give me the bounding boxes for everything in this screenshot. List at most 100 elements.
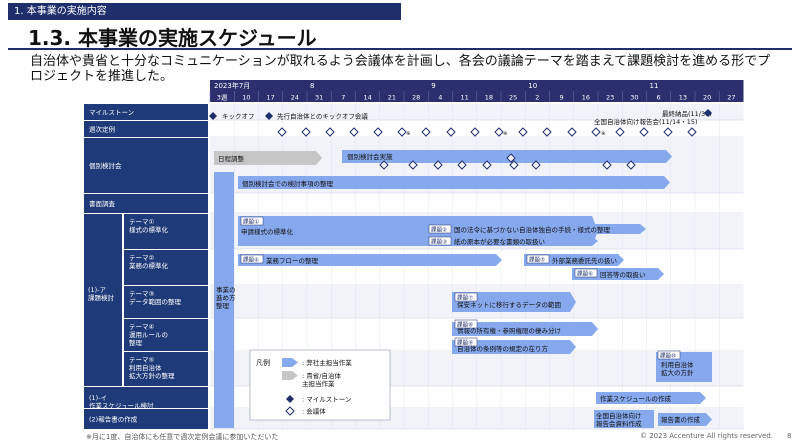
weekly-meeting-marker xyxy=(373,127,383,137)
kadai6-tag: 課題⑥ xyxy=(577,270,593,278)
row-label-cell xyxy=(124,286,208,318)
kadai5-label: 外部業務委託先の扱い xyxy=(552,256,617,265)
kadai7-tag: 課題⑦ xyxy=(457,294,473,302)
day-label: 7 xyxy=(341,94,345,102)
milestone-report-meeting-label: 全国自治体向け報告会(11/14・15) xyxy=(594,117,698,126)
weekly-meeting-marker xyxy=(615,127,625,137)
weekly-meeting-marker xyxy=(542,127,552,137)
bar-approach-label: 事業の進め方整理 xyxy=(216,285,236,310)
kadai7-label: 保安ネットに移行するデータの範囲 xyxy=(457,300,561,309)
milestone-kickoff-label: キックオフ xyxy=(222,113,255,121)
kadai4-tag-box xyxy=(240,254,264,264)
copyright: © 2023 Accenture All rights reserved. xyxy=(640,432,774,440)
row-label-cell xyxy=(84,387,208,408)
bar-kadai4 xyxy=(238,254,502,266)
day-label: 27 xyxy=(727,94,735,102)
row-band xyxy=(210,352,744,386)
bar-individual-impl xyxy=(342,150,672,163)
kadai3-tag: 課題③ xyxy=(431,238,447,246)
legend-milestone-label: : マイルストーン xyxy=(302,396,351,404)
day-header-band xyxy=(210,91,744,102)
kadai1-label: 申請様式の標準化 xyxy=(241,227,294,236)
kadai1-tag-box xyxy=(240,216,264,226)
day-label: 20 xyxy=(703,94,711,102)
weekly-meeting-marker xyxy=(277,127,287,137)
milestone-pilot-kickoff xyxy=(265,112,273,120)
kadai6-label: 回答等の取扱い xyxy=(600,270,646,279)
individual-meeting-marker xyxy=(433,160,443,170)
day-label: 25 xyxy=(509,94,517,102)
row-label-cell xyxy=(124,214,208,249)
row-label-cell xyxy=(84,194,208,213)
day-label: 31 xyxy=(315,94,323,102)
day-label: 21 xyxy=(388,94,396,102)
kadai7-tag-box xyxy=(454,292,478,302)
bar-kadai8 xyxy=(452,322,598,336)
kadai9-tag-box xyxy=(454,337,478,347)
bar-kadai10 xyxy=(656,352,712,382)
day-label: 6 xyxy=(657,94,661,102)
bar-kadai6 xyxy=(572,268,664,280)
row-label-cell xyxy=(84,409,208,429)
row-band xyxy=(210,104,744,120)
weekly-meeting-marker xyxy=(470,127,480,137)
kadai10-label: 利用自治体拡大の方針 xyxy=(661,360,694,377)
individual-meeting-marker xyxy=(506,153,516,163)
row-label-cell xyxy=(84,138,208,193)
day-label: 13 xyxy=(679,94,687,102)
row-band xyxy=(210,286,744,318)
kadai8-tag-box xyxy=(454,319,478,329)
legend-swatch-ministry xyxy=(282,371,298,380)
legend-box xyxy=(249,349,391,421)
individual-meeting-marker xyxy=(457,160,467,170)
day-label: 11 xyxy=(460,94,468,102)
row-label-weekly: 週次定例 xyxy=(89,125,115,134)
bar-individual-issues-label: 個別検討会での検討事項の整理 xyxy=(242,179,334,188)
individual-meeting-marker xyxy=(626,160,636,170)
row-label-group_b: (1)-イ作業スケジュール検討 xyxy=(89,394,154,410)
bar-schedule-adjust xyxy=(214,151,322,165)
legend-milestone-icon xyxy=(286,395,294,403)
day-label: 9 xyxy=(560,94,564,102)
weekly-meeting-marker xyxy=(349,127,359,137)
weekly-note-mark-1: ※ xyxy=(406,131,411,137)
weekly-note-mark-3: ※ xyxy=(601,131,606,137)
row-band xyxy=(210,319,744,351)
bar-kadai3 xyxy=(428,236,598,246)
kadai5-tag: 課題⑤ xyxy=(529,256,545,264)
weekly-meeting-marker xyxy=(639,127,649,137)
weekly-meeting-marker xyxy=(421,127,431,137)
bar-report-material xyxy=(594,410,654,428)
bar-kadai2 xyxy=(428,224,646,234)
row-band xyxy=(210,387,744,408)
weekly-meeting-marker xyxy=(494,127,504,137)
milestone-final-delivery xyxy=(704,109,712,117)
row-label-cell xyxy=(124,250,208,285)
footnote: ※月に1度、自治体にも任意で週次定例会議に参加いただいた xyxy=(86,433,279,441)
row-label-cell xyxy=(84,121,208,137)
kadai4-label: 業務フローの整理 xyxy=(266,256,319,265)
weekly-meeting-marker xyxy=(663,127,673,137)
row-label-milestone: マイルストーン xyxy=(89,109,134,117)
bar-kadai1 xyxy=(238,216,598,246)
individual-meeting-marker xyxy=(509,160,519,170)
legend-ours-label: : 弊社主担当作業 xyxy=(302,358,352,367)
section-header: 1. 本事業の実施内容 xyxy=(8,3,401,20)
milestone-pilot-label: 先行自治体とのキックオフ会議 xyxy=(277,112,368,121)
day-label: 23 xyxy=(606,94,614,102)
weekly-note-mark-2: ※ xyxy=(503,131,508,137)
bar-individual-issues xyxy=(238,176,670,189)
row-label-cell xyxy=(124,319,208,351)
kadai8-tag: 課題⑧ xyxy=(457,321,473,329)
bar-kadai5 xyxy=(524,254,624,266)
kadai4-tag: 課題④ xyxy=(243,256,259,264)
individual-meeting-marker xyxy=(408,160,418,170)
bar-individual-impl-label: 個別検討会実施 xyxy=(347,152,393,161)
bar-schedule-adjust-label: 日程調整 xyxy=(218,154,245,163)
row-label-report: (2)報告書の作成 xyxy=(89,415,138,424)
weekly-meeting-marker xyxy=(397,127,407,137)
